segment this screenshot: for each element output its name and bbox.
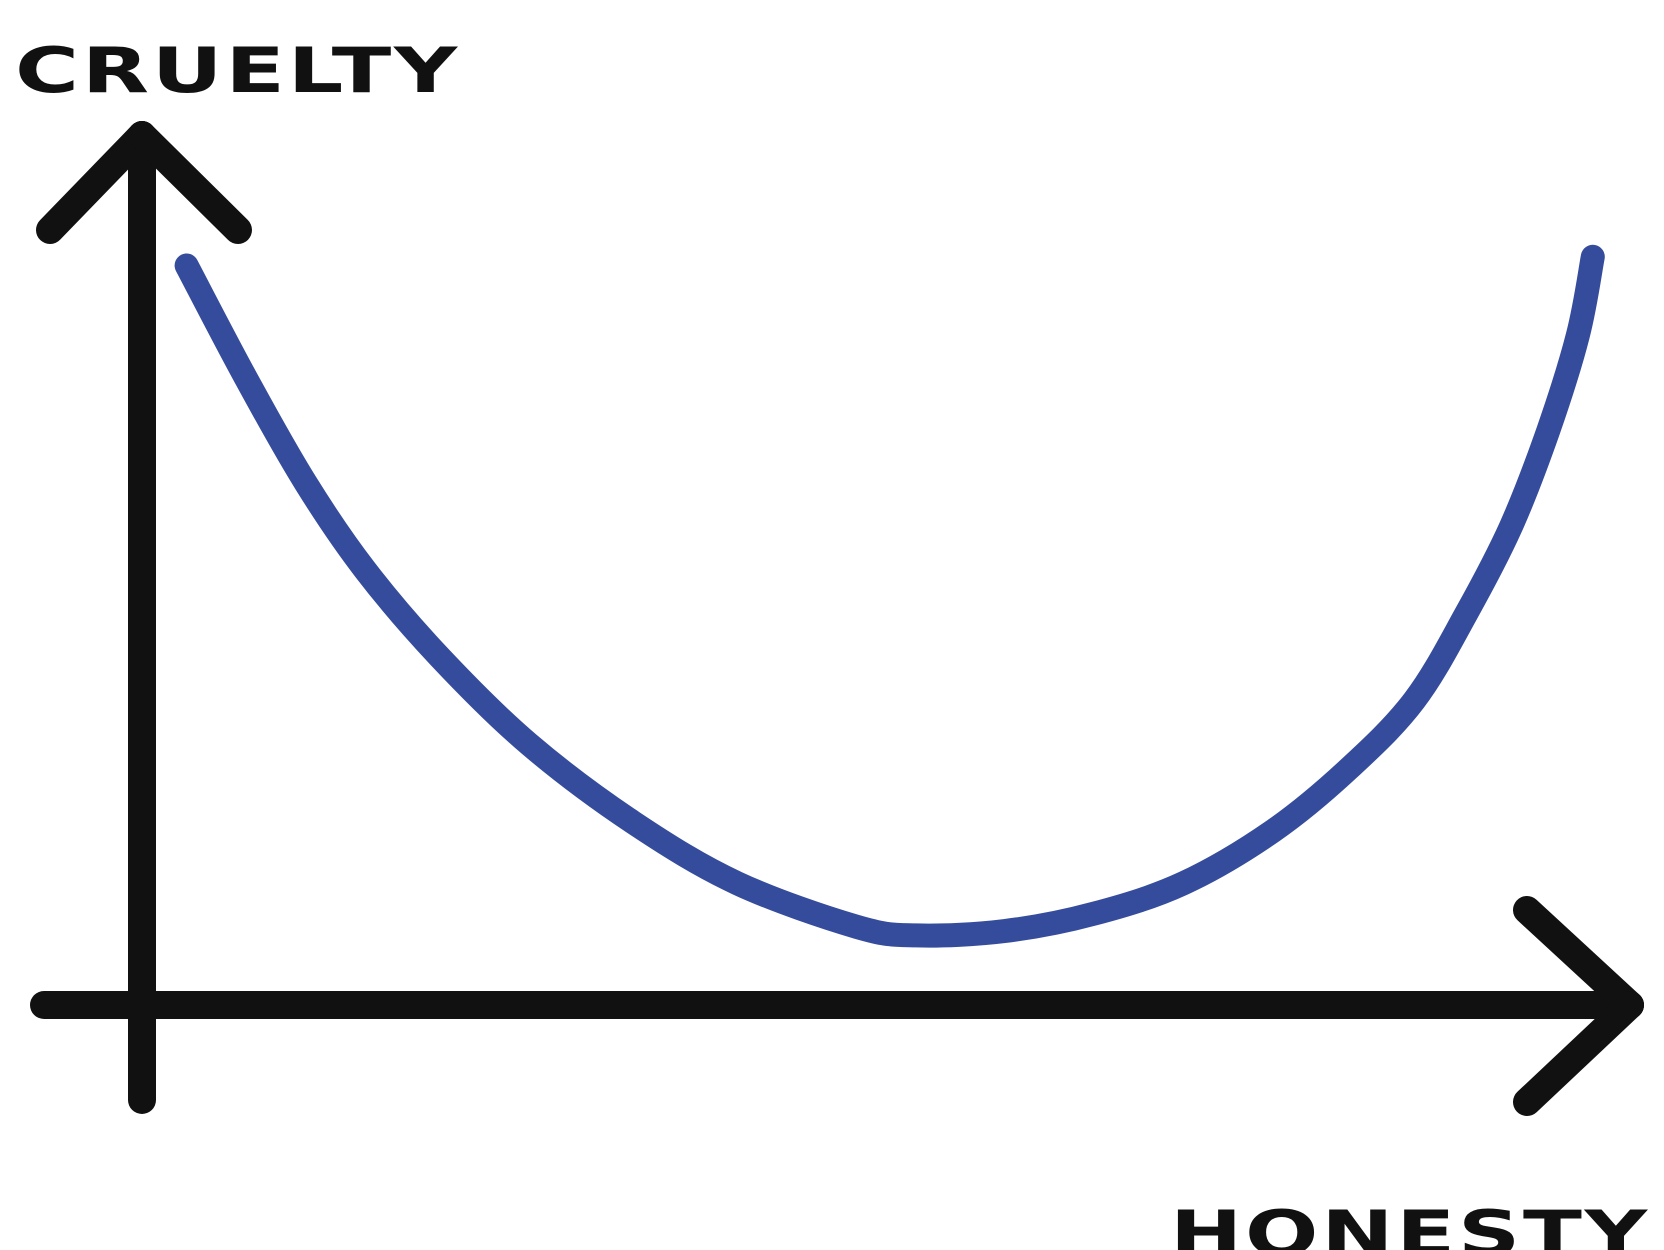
y-axis-arrowhead-right [128,121,252,244]
axes [30,121,1644,1116]
x-axis-arrowhead-upper [1513,896,1644,1019]
x-axis-arrowhead-lower [1513,991,1644,1116]
y-axis-arrowhead-left [36,121,156,244]
curve-layer [174,244,1605,948]
y-axis-label: CRUELTY [15,34,460,107]
series-curve [174,244,1605,948]
x-axis-label: HONESTY [1170,1197,1650,1250]
